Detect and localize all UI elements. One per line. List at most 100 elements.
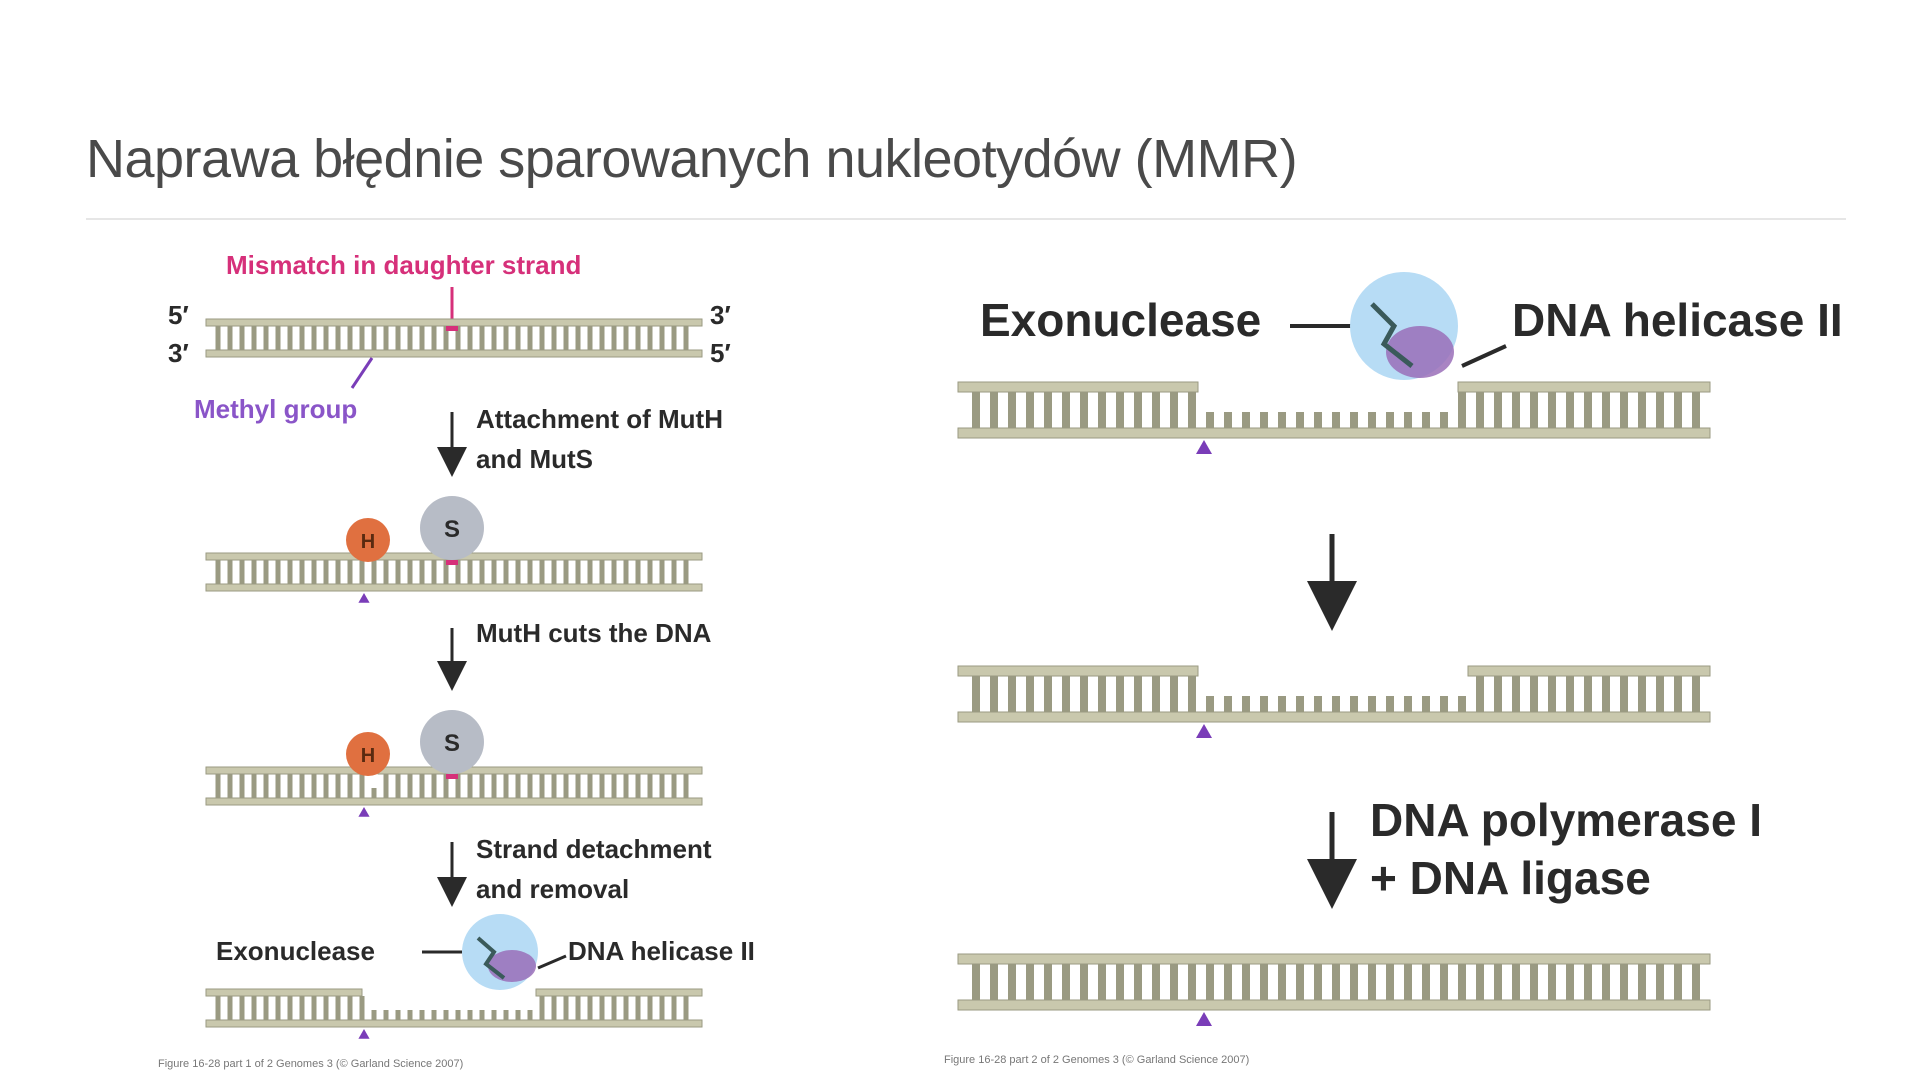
base-pair-rung [611,326,617,350]
base-pair-rung [1206,412,1214,428]
base-pair-rung [1152,676,1160,712]
base-pair-rung [455,774,461,798]
base-pair-rung [587,774,593,798]
base-pair-rung [1638,676,1646,712]
base-pair-rung [1512,676,1520,712]
dna-right-exonuclease-step [957,381,1711,454]
base-pair-rung [1404,696,1412,712]
base-pair-rung [1656,964,1664,1000]
base-pair-rung [551,996,557,1020]
step2-label: MutH cuts the DNA [476,618,712,648]
top-strand-segment [1467,665,1711,677]
base-pair-rung [671,774,677,798]
base-pair-rung [1044,676,1052,712]
muth-protein-2 [346,732,390,776]
bottom-strand [957,711,1711,723]
base-pair-rung [1620,392,1628,428]
base-pair-rung [515,326,521,350]
base-pair-rung [311,326,317,350]
base-pair-rung [575,326,581,350]
title-divider [86,218,1846,220]
base-pair-rung [990,676,998,712]
base-pair-rung [1368,964,1376,1000]
base-pair-rung [383,1010,389,1020]
base-pair-rung [431,774,437,798]
base-pair-rung [1620,964,1628,1000]
base-pair-rung [635,326,641,350]
base-pair-rung [611,560,617,584]
base-pair-rung [1692,676,1700,712]
exonuclease-blob-right [1370,302,1414,368]
base-pair-rung [1458,696,1466,712]
base-pair-rung [575,996,581,1020]
base-pair-rung [1584,964,1592,1000]
base-pair-rung [1494,676,1502,712]
base-pair-rung [1098,964,1106,1000]
dna-duplex-initial [205,318,703,358]
step3-label-line2: and removal [476,874,629,904]
base-pair-rung [431,560,437,584]
base-pair-rung [635,774,641,798]
base-pair-rung [359,560,365,584]
base-pair-rung [1656,676,1664,712]
base-pair-rung [1062,392,1070,428]
mismatch-label: Mismatch in daughter strand [226,250,581,280]
base-pair-rung [659,326,665,350]
base-pair-rung [1080,392,1088,428]
base-pair-rung [287,560,293,584]
base-pair-rung [1188,676,1196,712]
base-pair-rung [359,326,365,350]
base-pair-rung [1134,392,1142,428]
base-pair-rung [1134,676,1142,712]
base-pair-rung [563,774,569,798]
base-pair-rung [1422,412,1430,428]
base-pair-rung [1674,676,1682,712]
base-pair-rung [1494,964,1502,1000]
base-pair-rung [527,1010,533,1020]
base-pair-rung [647,560,653,584]
top-strand-segment [205,766,363,775]
base-pair-rung [1242,412,1250,428]
top-strand-segment [535,988,703,997]
top-strand-segment [957,665,1199,677]
base-pair-rung [383,560,389,584]
base-pair-rung [407,326,413,350]
base-pair-rung [227,996,233,1020]
base-pair-rung [1062,964,1070,1000]
base-pair-rung [1332,964,1340,1000]
methyl-marker [1196,1012,1212,1026]
base-pair-rung [1080,676,1088,712]
base-pair-rung [1692,392,1700,428]
base-pair-rung [1332,412,1340,428]
base-pair-rung [479,1010,485,1020]
base-pair-rung [467,560,473,584]
base-pair-rung [1458,964,1466,1000]
base-pair-rung [311,996,317,1020]
base-pair-rung [251,774,257,798]
base-pair-rung [1224,964,1232,1000]
base-pair-rung [1386,696,1394,712]
base-pair-rung [659,996,665,1020]
base-pair-rung [251,326,257,350]
base-pair-rung [479,326,485,350]
base-pair-rung [263,326,269,350]
base-pair-rung [1224,696,1232,712]
base-pair-rung [1638,964,1646,1000]
base-pair-rung [419,774,425,798]
base-pair-rung [599,560,605,584]
base-pair-rung [431,1010,437,1020]
polymerase-label-line1: DNA polymerase I [1370,794,1762,846]
base-pair-rung [407,1010,413,1020]
base-pair-rung [1134,964,1142,1000]
base-pair-rung [1206,964,1214,1000]
base-pair-rung [1008,392,1016,428]
base-pair-rung [1098,676,1106,712]
base-pair-rung [1008,964,1016,1000]
methyl-marker [358,807,370,817]
base-pair-rung [467,774,473,798]
base-pair-rung [263,560,269,584]
base-pair-rung [1260,696,1268,712]
methyl-pointer [350,357,374,389]
base-pair-rung [1674,964,1682,1000]
base-pair-rung [635,996,641,1020]
